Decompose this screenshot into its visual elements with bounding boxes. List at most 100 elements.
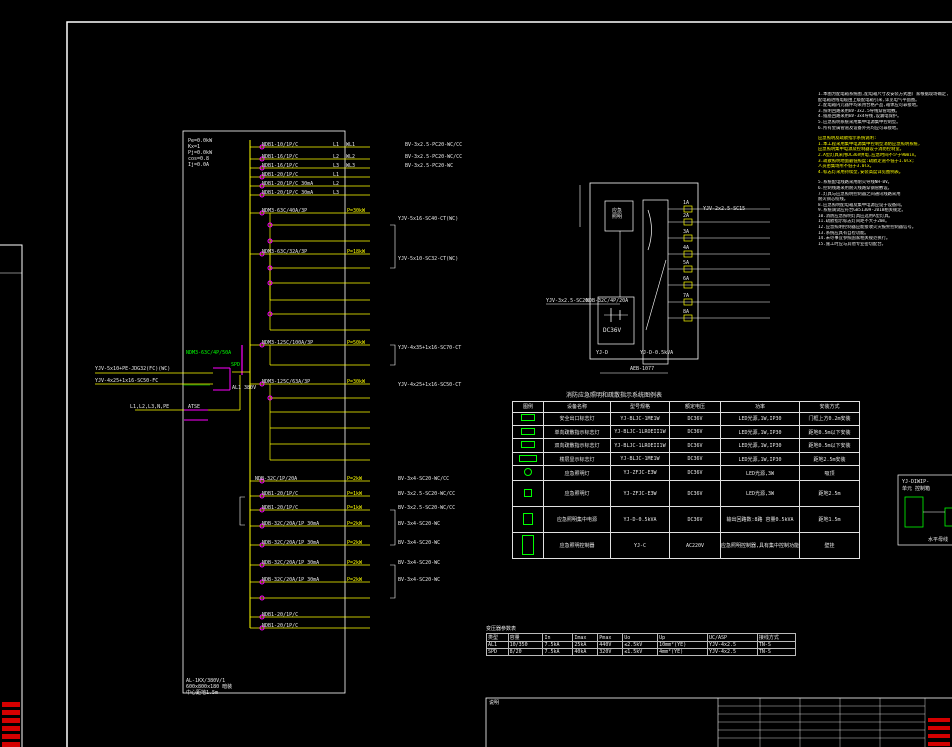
param-title: 变压器参数表 <box>486 626 517 632</box>
circuit-3-loop: WL3 <box>346 163 356 169</box>
output-6: 6A <box>683 276 690 282</box>
emergency-unit-line1: 应急 <box>612 208 623 214</box>
feeder-2-breaker: NDM3-63C/32A/3P <box>262 249 308 255</box>
floor-sign-icon <box>519 454 537 462</box>
incoming-cable-2: YJV-4x25+1x16-SC50-FC <box>95 378 159 384</box>
circuit-1-breaker: NDB1-10/1P/C <box>262 142 299 148</box>
output-3: 3A <box>683 229 690 235</box>
side-box-tag: 水平母线 <box>928 537 949 543</box>
feeder-2-dest: YJV-5x10-SC32-CT(WC) <box>398 256 459 262</box>
emergency-panel-box <box>589 182 699 360</box>
circuit-2-breaker: NDB1-16/1P/C <box>262 154 299 160</box>
lower-feeder-2-dest: BV-3x2.5-SC20-WC/CC <box>398 491 456 497</box>
panel-ij: Ij=0.0A <box>188 162 210 168</box>
feeder-3-breaker: NDM3-125C/100A/3P <box>262 340 314 346</box>
feeder-2-label: P=18kW <box>347 249 366 255</box>
lower-feeder-3-label: P=1kW <box>347 505 363 511</box>
emergency-light-icon <box>524 468 532 477</box>
bus-tag: AL1 380V <box>232 385 257 391</box>
double-direction-icon <box>521 441 535 449</box>
output-4: 4A <box>683 245 690 251</box>
legend-col-install: 安装方式 <box>799 401 860 413</box>
output-5: 5A <box>683 260 690 266</box>
spd-label: SPD <box>231 362 241 368</box>
controller-icon <box>522 534 534 555</box>
feeder-4-breaker: NDM3-125C/63A/3P <box>262 379 311 385</box>
feeder-3-dest: YJV-4x35+1x16-SC70-CT <box>398 345 462 351</box>
feeder-4-dest: YJV-4x25+1x16-SC50-CT <box>398 382 462 388</box>
lower-feeder-3-dest: BV-3x2.5-SC20-WC/CC <box>398 505 456 511</box>
circuit-3-cable: BV-3x2.5-PC20-WC <box>405 163 454 169</box>
lower-feeder-4-label: P=2kW <box>347 521 363 527</box>
title-block <box>485 697 952 747</box>
bus-label: L1,L2,L3,N,PE <box>130 404 170 410</box>
panel-caption: AEB-1077 <box>630 366 655 372</box>
emergency-unit-label: 应急 照明 <box>612 208 622 220</box>
feeder-4-label: P=30kW <box>347 379 366 385</box>
lower-feeder-2-label: P=1kW <box>347 491 363 497</box>
lower-feeder-7-label: P=2kW <box>347 577 363 583</box>
circuit-6-phase: L3 <box>333 190 340 196</box>
panel-right-tag: YJ-D-0.5kVA <box>640 350 674 356</box>
circuit-5-phase: L2 <box>333 181 340 187</box>
panel-footer-size: 600x800x180 暗装 <box>186 684 233 690</box>
panel-cos: cos=0.8 <box>188 156 210 162</box>
lower-feeder-2-breaker: NDB1-20/1P/C <box>262 491 299 497</box>
lower-feeder-1-dest: BV-3x4-SC20-WC/CC <box>398 476 450 482</box>
lower-feeder-8-breaker: NDB1-20/1P/C <box>262 612 299 618</box>
legend-col-voltage: 额定电压 <box>669 401 721 413</box>
lower-feeder-6-label: P=2kW <box>347 560 363 566</box>
output-2: 2A <box>683 213 690 219</box>
side-box-title: YJ-DIWIP- <box>902 479 930 485</box>
lower-feeder-3-breaker: NDB1-20/1P/C <box>262 505 299 511</box>
incoming-cable-1: YJV-5x10+PE-JDG32(FC)(WC) <box>95 366 171 372</box>
lower-feeder-6-breaker: NDB-32C/20A/1P 30mA <box>262 560 320 566</box>
panel-footer-model: AL-1KX/380V/1 <box>186 678 226 684</box>
circuit-3-phase: L3 <box>333 163 340 169</box>
lower-feeder-4-breaker: NDB-32C/20A/1P 30mA <box>262 521 320 527</box>
circuit-2-cable: BV-3x2.5-PC20-WC/CC <box>405 154 463 160</box>
lower-feeder-7-dest: BV-3x4-SC20-WC <box>398 577 441 583</box>
panel-header: Pe=0.0kW Kx=1 Pj=0.0kW cos=0.8 Ij=0.0A <box>188 138 212 168</box>
circuit-2-phase: L2 <box>333 154 340 160</box>
legend-col-model: 型号规格 <box>610 401 670 413</box>
design-notes: 1.本图为配电箱系统图,配电箱尺寸及安装方式由厂家根据现场确定, 配电箱进线电缆… <box>818 92 949 247</box>
lower-feeder-7-breaker: NDB-32C/20A/1P 30mA <box>262 577 320 583</box>
battery-label: DC36V <box>603 327 622 334</box>
panel-pj: Pj=0.0kW <box>188 150 213 156</box>
panel-footer-install: 中心距地1.5m <box>186 690 219 696</box>
lower-feeder-9-breaker: NDB1-20/1P/C <box>262 623 299 629</box>
output-7: 7A <box>683 293 690 299</box>
central-power-icon <box>523 512 533 525</box>
lower-feeder-6-dest: BV-3x4-SC20-WC <box>398 560 441 566</box>
legend-col-name: 设备名称 <box>543 401 611 413</box>
side-control-box <box>897 474 952 546</box>
panel-input-breaker: NDB-32C/4P/20A <box>586 298 629 304</box>
feeder-1-dest: YJV-5x16-SC40-CT(WC) <box>398 216 459 222</box>
panel-pe: Pe=0.0kW <box>188 138 213 144</box>
circuit-1-cable: BV-3x2.5-PC20-WC/CC <box>405 142 463 148</box>
output-1: 1A <box>683 200 690 206</box>
feeder-1-breaker: NDM3-63C/40A/3P <box>262 208 308 214</box>
title-block-label: 说明 <box>489 700 500 706</box>
circuit-2-loop: WL2 <box>346 154 356 160</box>
emergency-unit-line2: 照明 <box>612 214 623 220</box>
circuit-1-phase: L1 <box>333 142 340 148</box>
panel-kx: Kx=1 <box>188 144 201 150</box>
circuit-3-breaker: NDB1-16/1P/C <box>262 163 299 169</box>
feeder-3-label: P=50kW <box>347 340 366 346</box>
ats-label: ATSE <box>188 404 201 410</box>
panel-footer: AL-1KX/380V/1 600x800x180 暗装 中心距地1.5m <box>186 678 232 696</box>
side-box-sub: 单元 控制箱 <box>902 486 931 492</box>
